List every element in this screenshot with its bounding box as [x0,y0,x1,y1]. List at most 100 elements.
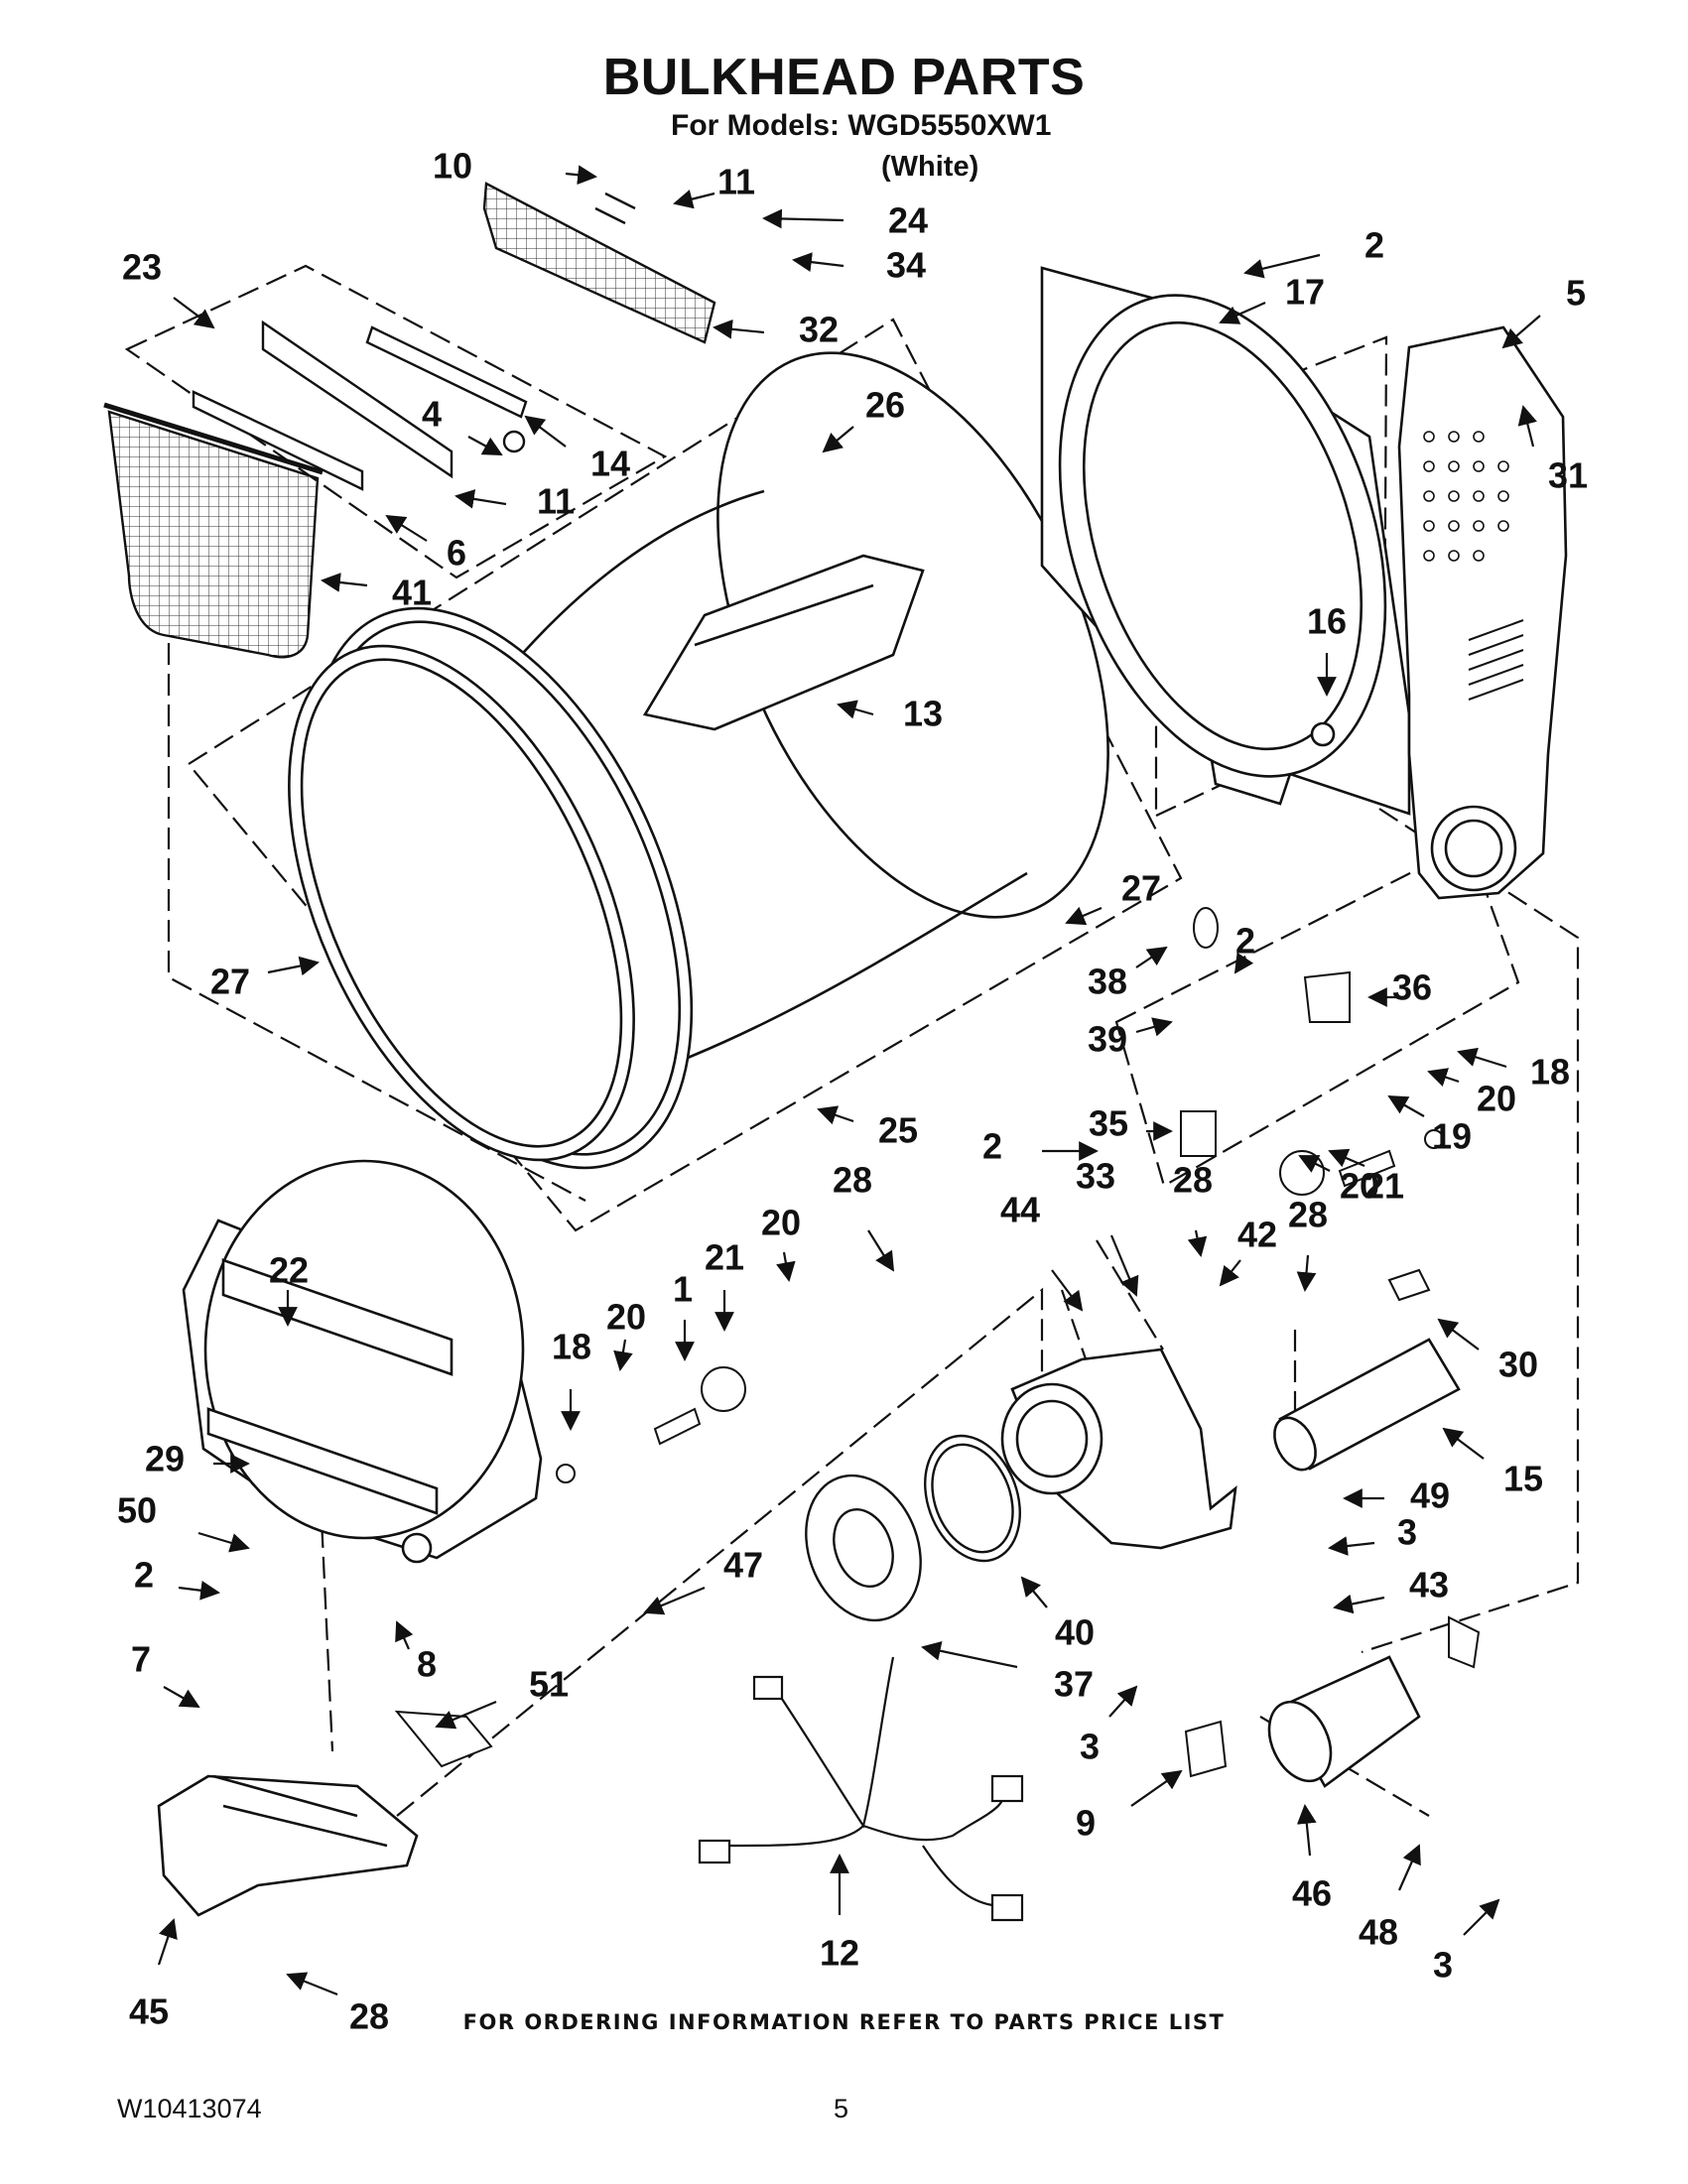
callout-arrow [822,426,854,453]
callout-label: 6 [447,533,466,574]
callout-label: 18 [1530,1052,1570,1092]
callout-arrow [565,165,597,186]
callout-label: 49 [1410,1476,1450,1516]
bracket-38 [1303,970,1351,1023]
drum [288,351,1109,1170]
callout-arrow [1397,1844,1421,1891]
callout-label: 47 [723,1545,763,1586]
callout-arrow [197,1531,250,1553]
callout-label: 37 [1054,1664,1094,1705]
callout-label: 3 [1397,1512,1417,1553]
callout-arrow [321,573,368,592]
callout-label: 21 [1364,1166,1404,1207]
callout-label: 3 [1433,1945,1453,1986]
callout-arrow [837,700,874,719]
callout-arrow [454,489,507,509]
callout-arrow [1457,1047,1507,1069]
callout-arrow [395,1620,414,1650]
callout-label: 46 [1292,1873,1332,1914]
callout-arrow [1427,1068,1460,1088]
callout-arrow [817,1105,854,1125]
callout-label: 50 [117,1490,157,1531]
callout-label: 21 [705,1237,744,1278]
callout-arrow [1437,1318,1480,1350]
callout-arrow [1020,1576,1048,1608]
callout-label: 36 [1392,967,1432,1008]
callout-arrow [1065,906,1103,926]
callout-label: 7 [131,1639,151,1680]
callout-arrow [1298,1155,1331,1173]
callout-arrow [1501,315,1541,349]
callout-arrow [524,415,567,448]
callout-arrow [1328,1536,1375,1556]
callout-label: 32 [799,310,839,350]
sensor-plate [1180,1110,1217,1157]
callout-label: 44 [1000,1190,1040,1230]
callout-label: 48 [1359,1912,1398,1953]
callout-label: 20 [606,1297,646,1338]
page-number: 5 [834,2094,849,2123]
callout-label: 42 [1237,1215,1277,1255]
filter-housing-parts [192,182,716,491]
callout-label: 28 [349,1996,389,2037]
front-bulkhead [182,1159,543,1564]
lamp-36 [1193,907,1219,949]
callout-arrow [1234,952,1254,974]
lint-screen [103,402,324,659]
callout-arrow [1517,405,1537,448]
models-line: For Models: WGD5550XW1 [671,109,1052,142]
callout-arrow [1442,1427,1485,1460]
callout-arrow [643,1586,706,1615]
burner-can [1267,1655,1421,1788]
callout-arrow [1051,1269,1084,1312]
callout-label: 28 [1173,1160,1213,1201]
callout-arrow [613,1339,633,1371]
callout-arrow [1333,1594,1385,1614]
callout-label: 34 [886,245,926,286]
drum-baffle [642,554,925,731]
callout-label: 51 [529,1664,569,1705]
callout-label: 2 [1364,225,1384,266]
callout-arrow [163,1686,200,1708]
callout-label: 13 [903,694,943,734]
callout-label: 20 [761,1203,801,1243]
callout-label: 20 [1477,1079,1516,1119]
callout-label: 4 [422,394,442,435]
callout-arrow [867,1229,895,1272]
callout-label: 31 [1548,455,1588,496]
callout-label: 15 [1503,1459,1543,1499]
pulley-21-front [701,1366,746,1412]
bearing-group-frame [1114,841,1520,1188]
callout-arrow [1219,1259,1241,1287]
callout-label: 38 [1088,962,1127,1002]
callout-arrow [1463,1898,1500,1936]
callout-arrow [1296,1804,1317,1857]
callout-label: 30 [1498,1345,1538,1385]
callout-label: 5 [1566,273,1586,314]
callout-label: 43 [1409,1565,1449,1606]
callout-label: 19 [1432,1116,1472,1157]
callout-arrow [1130,1769,1183,1807]
callout-arrow [921,1640,1018,1669]
callout-arrow [178,1580,220,1601]
callout-label: 39 [1088,1019,1127,1060]
callout-label: 8 [417,1644,437,1685]
callout-arrow [776,1251,796,1282]
callout-label: 41 [392,573,432,613]
callout-arrow [1135,1017,1173,1037]
callout-label: 20 [1340,1166,1379,1207]
callout-arrow [385,514,428,542]
callout-label: 23 [122,247,162,288]
model-variant: (White) [881,151,979,183]
callout-label: 45 [129,1991,169,2032]
callout-label: 18 [552,1327,591,1367]
callout-label: 27 [1121,868,1161,909]
callout-arrow [792,252,844,272]
callout-label: 14 [590,444,630,484]
callout-label: 28 [1288,1195,1328,1235]
heater-tube [1273,1338,1461,1472]
shaft-1 [653,1407,702,1446]
callout-arrow [157,1918,178,1966]
callout-label: 2 [134,1555,154,1596]
callout-label: 2 [982,1126,1002,1167]
